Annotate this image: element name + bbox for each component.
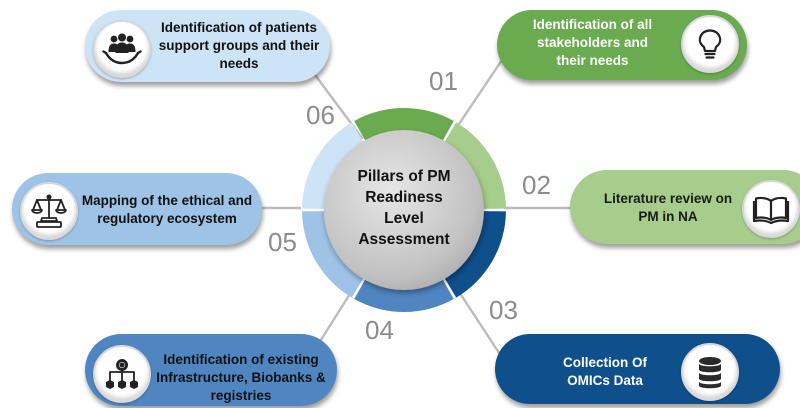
center-title: Pillars of PM Readiness Level Assessment	[357, 168, 451, 249]
lightbulb-icon	[698, 29, 722, 59]
pillar-ring	[302, 108, 506, 312]
patient-group-icon	[102, 33, 142, 65]
pillar-04-number: 04	[365, 315, 394, 345]
pillar-06-icon-badge	[93, 20, 151, 78]
ring-segment-06	[302, 122, 365, 209]
pillar-02-number: 02	[522, 170, 551, 200]
pillar-06-number: 06	[306, 100, 335, 130]
pillar-01-number: 01	[429, 66, 458, 96]
pillar-03-label: Collection Of OMICs Data	[563, 355, 647, 388]
scales-of-justice-icon	[31, 194, 67, 228]
pillar-03-icon-badge	[681, 343, 739, 401]
database-icon	[699, 357, 721, 389]
ring-segment-03	[443, 211, 506, 298]
ring-segment-04	[354, 278, 454, 312]
pillar-06-label: Identification of patients support group…	[158, 20, 320, 71]
network-gear-icon	[106, 359, 138, 389]
pillar-01-icon-badge	[681, 15, 739, 73]
ring-segment-05	[302, 211, 365, 298]
pillar-05-label: Mapping of the ethical and regulatory ec…	[81, 193, 253, 226]
ring-segment-01	[354, 108, 454, 142]
center-disc	[324, 130, 484, 290]
pillar-03-number: 03	[489, 295, 518, 325]
pillar-04-icon-badge	[93, 345, 151, 403]
book-icon	[752, 196, 790, 225]
ring-segment-02	[443, 122, 506, 209]
pillar-05-number: 05	[268, 227, 297, 257]
pillar-05-icon-badge	[20, 182, 78, 240]
pillar-02-icon-badge	[742, 180, 800, 238]
pillar-04-label: Identification of existing Infrastructur…	[156, 352, 326, 403]
pillar-01-label: Identification of all stakeholders and t…	[532, 17, 653, 68]
pillar-02-label: Literature review on PM in NA	[603, 191, 733, 224]
